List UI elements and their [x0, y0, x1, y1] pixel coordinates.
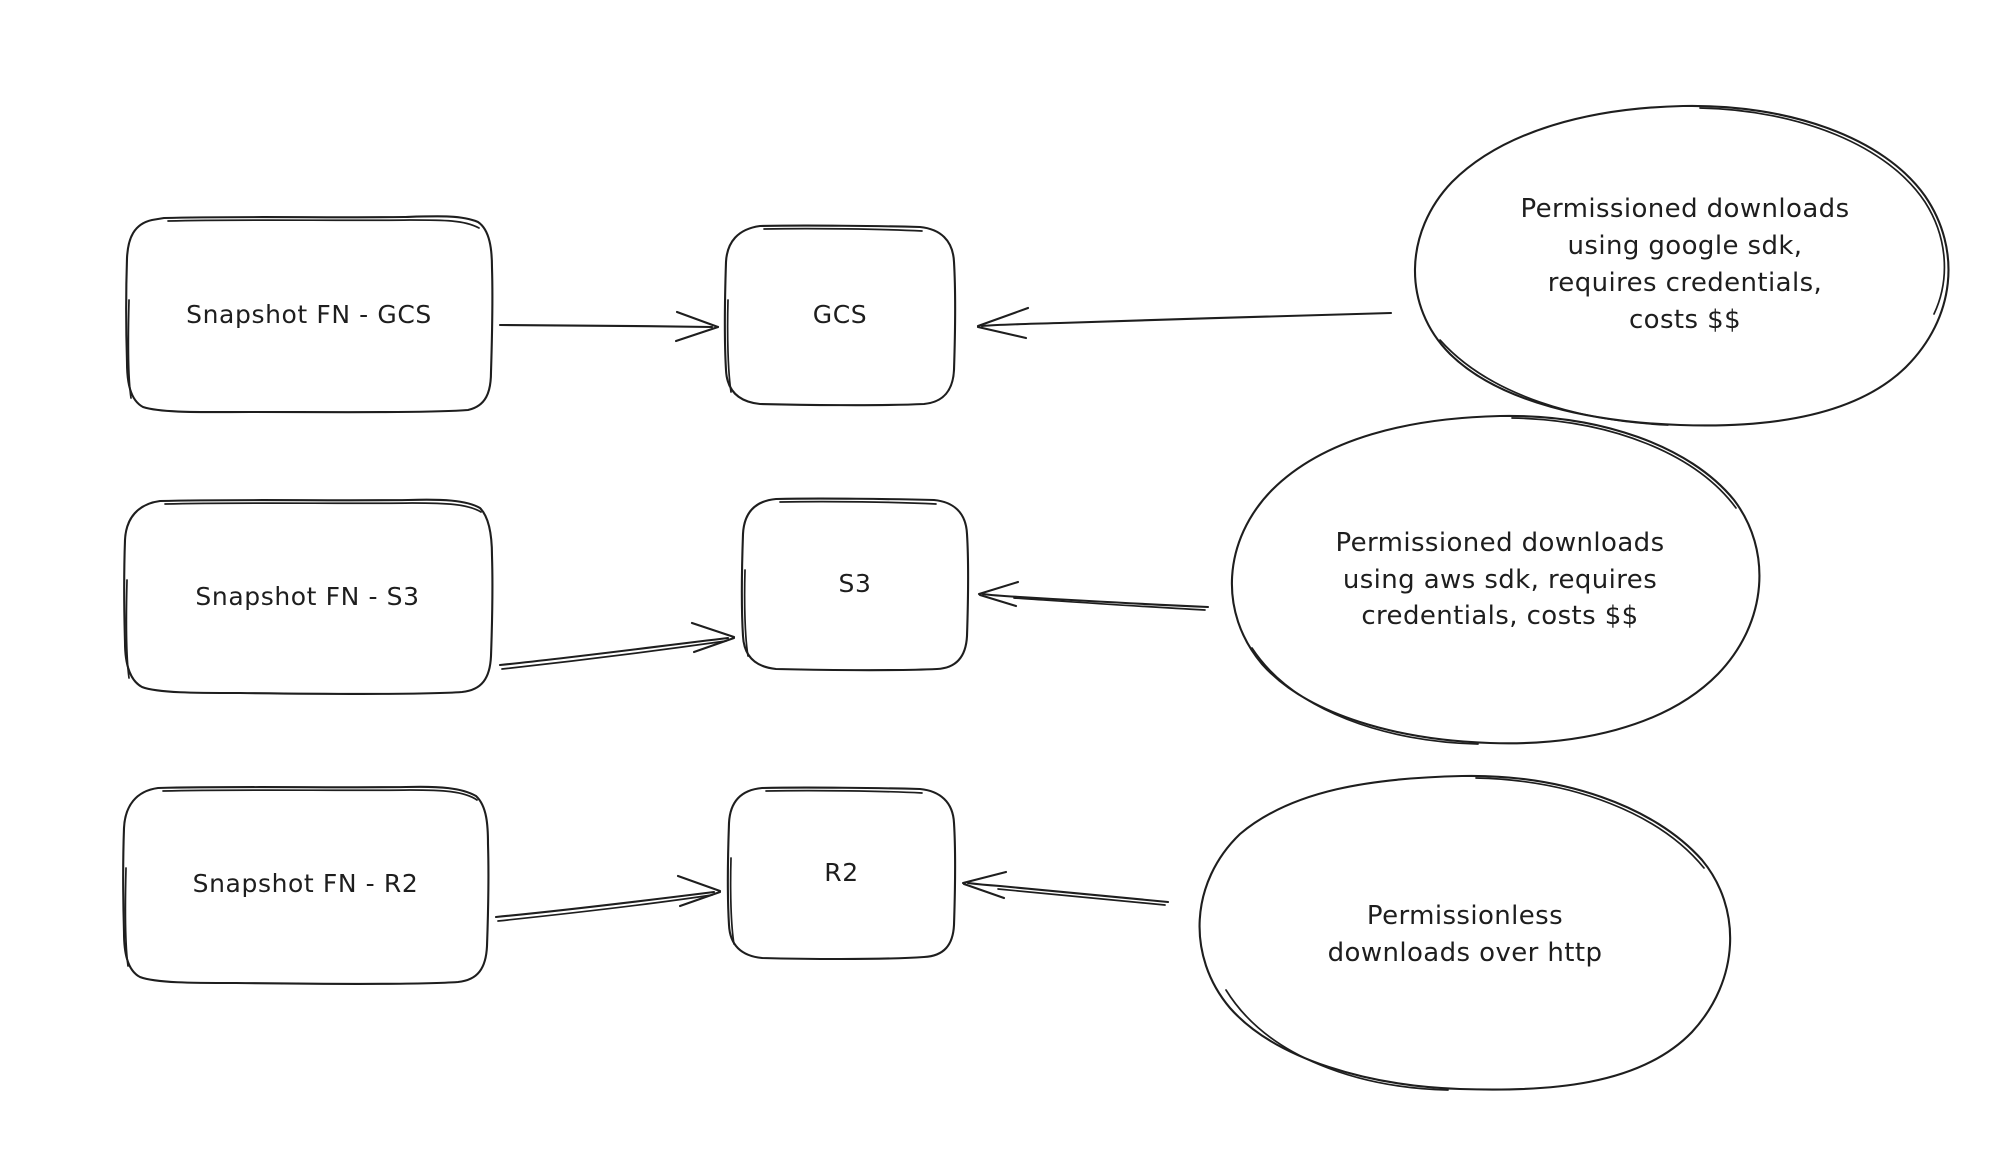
- note-s3-node[interactable]: [1235, 415, 1760, 745]
- shape-snapshot-fn-r2-box[interactable]: [122, 785, 490, 986]
- shape-snapshot-fn-gcs-box[interactable]: [125, 215, 494, 414]
- r2-node[interactable]: [728, 787, 955, 958]
- snapshot-fn-r2-node[interactable]: [123, 785, 488, 982]
- shape-note-gcs-ellipse[interactable]: [1414, 104, 1950, 427]
- snapshot-fn-gcs-node[interactable]: [126, 217, 492, 412]
- note-r2-node[interactable]: [1195, 775, 1735, 1090]
- arrow-note-gcs-to-gcs[interactable]: [976, 306, 1393, 340]
- shape-note-r2-ellipse[interactable]: [1198, 774, 1732, 1091]
- arrow-note-s3-to-s3[interactable]: [977, 580, 1210, 611]
- gcs-node[interactable]: [725, 225, 955, 405]
- snapshot-fn-s3-node[interactable]: [123, 500, 492, 693]
- arrow-note-r2-to-r2[interactable]: [961, 870, 1170, 906]
- note-gcs-node[interactable]: [1415, 105, 1950, 425]
- shape-note-s3-ellipse[interactable]: [1230, 414, 1761, 745]
- shape-snapshot-fn-s3-box[interactable]: [123, 498, 494, 696]
- arrow-fn-s3-to-s3[interactable]: [498, 621, 736, 670]
- shape-s3-box[interactable]: [740, 497, 970, 672]
- shape-r2-box[interactable]: [726, 786, 957, 961]
- shape-gcs-box[interactable]: [723, 224, 957, 407]
- arrow-fn-gcs-to-gcs[interactable]: [498, 310, 720, 343]
- arrow-fn-r2-to-r2[interactable]: [494, 874, 722, 922]
- s3-node[interactable]: [742, 498, 968, 670]
